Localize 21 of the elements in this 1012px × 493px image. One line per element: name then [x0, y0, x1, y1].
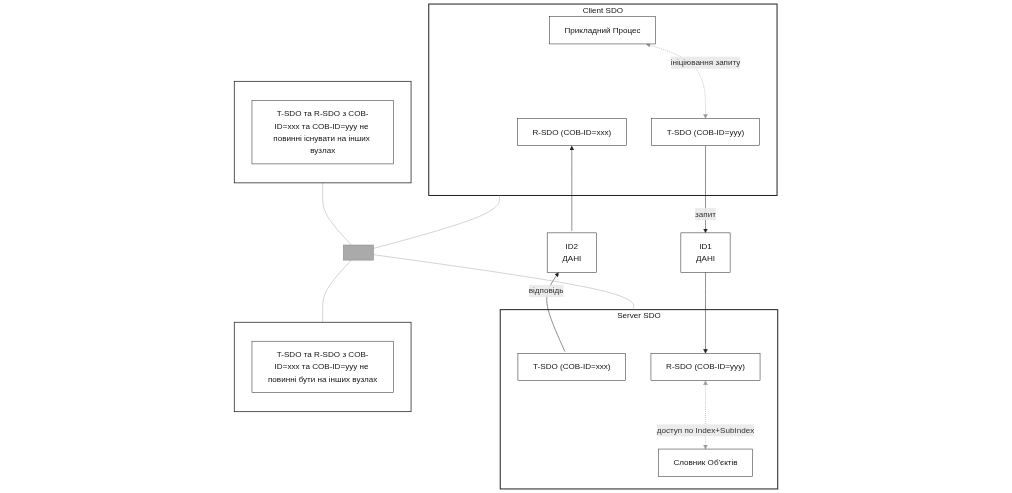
node-box: R-SDO (COB-ID=yyy) [650, 353, 761, 381]
node-box: T-SDO (COB-ID=yyy) [651, 118, 760, 146]
node-box: T-SDO та R-SDO з COB-ID=xxx та COB-ID=yyy не повинні існувати на інших вузлах [251, 100, 394, 165]
cluster [233, 80, 412, 184]
node-box: R-SDO (COB-ID=xxx) [517, 118, 627, 146]
edge-label: відповідь [528, 286, 564, 295]
node-box: Словник Об'єктів [658, 448, 753, 477]
cluster [233, 321, 412, 413]
edge-label: запит [695, 209, 716, 219]
connector [373, 195, 500, 249]
connector [322, 259, 352, 323]
connector [322, 182, 352, 246]
connector [373, 254, 634, 310]
node-box: ID1 ДАНІ [680, 232, 731, 273]
node-box: Прикладний Процес [549, 16, 656, 45]
node-bar [343, 244, 374, 261]
node-box: T-SDO та R-SDO з COB-ID=xxx та COB-ID=yyy не повинні бути на інших вузлах [251, 340, 394, 393]
node-box: T-SDO (COB-ID=xxx) [517, 353, 626, 381]
edge-label: доступ по Index+SubIndex [656, 425, 755, 435]
edge-label: ініціювання запиту [670, 58, 741, 67]
node-box: ID2 ДАНІ [546, 232, 597, 273]
